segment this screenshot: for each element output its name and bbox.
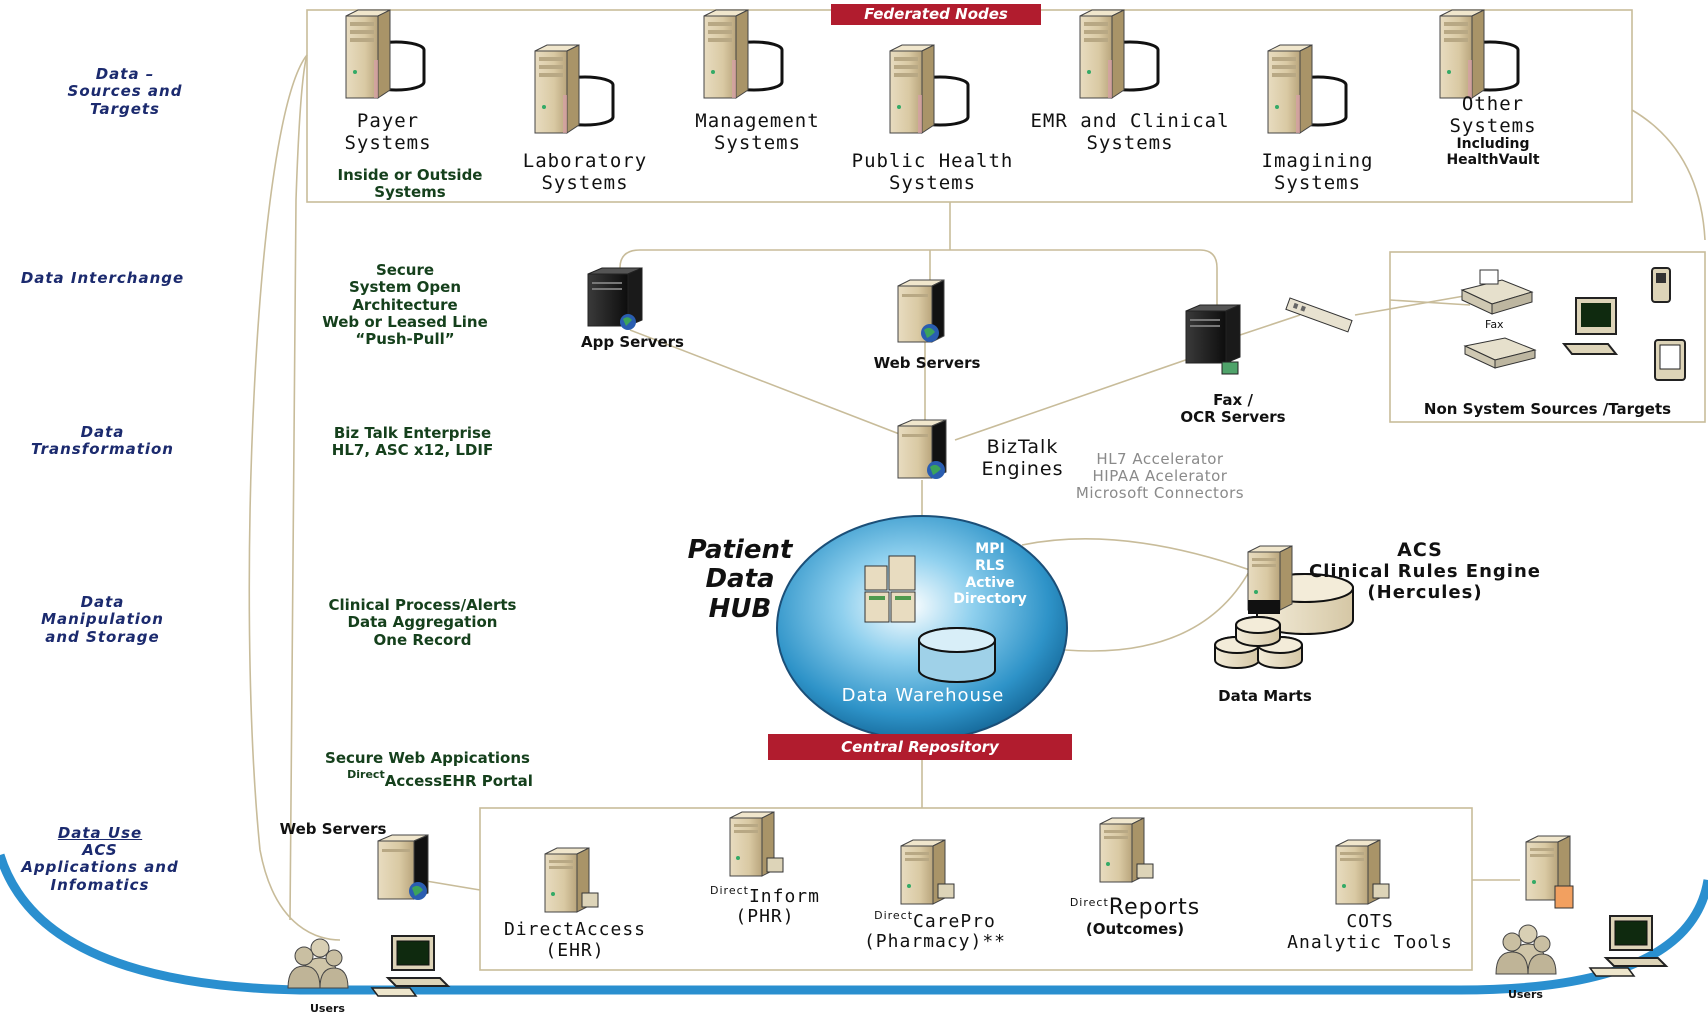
acs-label: ACS (1397, 539, 1443, 561)
management-systems-label: Management Systems (695, 110, 820, 154)
carepro-label: DirectCarePro (850, 909, 1020, 933)
access-ehr-portal-text: AccessEHR Portal (384, 772, 533, 790)
cots-label: COTS Analytic Tools (1287, 911, 1453, 953)
users-right-icon (1495, 924, 1557, 975)
payer-systems-label: Payer Systems (344, 110, 432, 154)
app-servers-label: App Servers (581, 333, 684, 351)
federated-nodes-banner: Federated Nodes (831, 4, 1041, 25)
lane-manipulation-label: Data Manipulation and Storage (41, 593, 164, 646)
inform-sub-label: (PHR) (735, 906, 795, 927)
interchange-description: Secure System Open Architecture Web or L… (322, 261, 488, 348)
access-portal-label: DirectAccessEHR Portal (320, 768, 560, 790)
biztalk-engines-label: BizTalk Engines (981, 436, 1064, 480)
data-marts-label: Data Marts (1218, 687, 1312, 705)
fax-label: Fax (1485, 318, 1504, 331)
central-repository-banner: Central Repository (768, 734, 1072, 760)
bottom-web-servers-label: Web Servers (279, 820, 387, 838)
other-systems-label: Other Systems (1449, 93, 1537, 137)
web-servers-label: Web Servers (873, 354, 981, 372)
management-server-icon (702, 8, 784, 100)
reports-direct-prefix: Direct (1069, 896, 1109, 909)
imaging-server-icon (1266, 43, 1348, 135)
laboratory-server-icon (533, 43, 615, 135)
transformation-description: Biz Talk Enterprise HL7, ASC x12, LDIF (331, 424, 494, 460)
data-warehouse-label: Data Warehouse (841, 685, 1005, 706)
data-use-frame (479, 807, 1473, 971)
directaccess-label: DirectAccess (EHR) (503, 919, 647, 961)
imaging-systems-label: Imagining Systems (1261, 150, 1374, 194)
lane-transformation-label: Data Transformation (31, 423, 174, 459)
reports-text: Reports (1108, 895, 1201, 920)
desktop-pc-icon (1561, 297, 1619, 355)
direct-prefix: Direct (347, 768, 385, 781)
data-warehouse-cylinder (918, 627, 996, 683)
rules-engine-label: Clinical Rules Engine (Hercules) (1308, 561, 1541, 603)
carepro-text: CarePro (913, 911, 996, 932)
lane-data-use-label: ACS Applications and Infomatics (21, 841, 179, 894)
accelerators-label: HL7 Accelerator HIPAA Acelerator Microso… (1075, 450, 1245, 502)
portal-web-server-icon (377, 834, 429, 900)
hub-services-label: MPI RLS Active Directory (953, 541, 1027, 608)
users-left-icon (287, 938, 349, 989)
non-system-sources-label: Non System Sources /Targets (1423, 400, 1672, 418)
hub-servers-icon (864, 555, 916, 623)
patient-data-hub-title: Patient Data HUB (687, 535, 793, 624)
carepro-sub-label: (Pharmacy)** (863, 931, 1007, 952)
emr-server-icon (1078, 8, 1160, 100)
emr-systems-label: EMR and Clinical Systems (1030, 110, 1230, 154)
lane-data-use-title: Data Use (57, 824, 143, 842)
users-left-label: Users (310, 1002, 345, 1014)
fax-ocr-server-icon (1185, 304, 1241, 364)
users-right-pc-icon (1589, 915, 1667, 977)
hub-description: Clinical Process/Alerts Data Aggregation… (328, 596, 517, 649)
inform-label: DirectInform (690, 884, 840, 908)
other-server-icon (1438, 8, 1520, 100)
users-right-label: Users (1508, 988, 1543, 1001)
left-frame-line (289, 54, 308, 921)
lane-interchange-label: Data Interchange (20, 269, 185, 287)
scanner-icon (1463, 337, 1537, 369)
blue-base-arc (0, 853, 1708, 995)
non-system-frame (1389, 251, 1706, 423)
secure-web-applications-label: Secure Web Appications (325, 749, 530, 767)
reports-sub-label: (Outcomes) (1085, 920, 1185, 938)
inform-text: Inform (748, 886, 820, 907)
inform-direct-prefix: Direct (710, 884, 749, 897)
laboratory-systems-label: Laboratory Systems (522, 150, 648, 194)
public-health-server-icon (888, 43, 970, 135)
pda-icon (1654, 339, 1686, 381)
including-healthvault-label: Including HealthVault (1446, 136, 1540, 169)
data-marts-icon (1214, 616, 1303, 669)
fax-ocr-servers-label: Fax / OCR Servers (1180, 391, 1286, 427)
mobile-phone-icon (1651, 267, 1671, 303)
lane-sources-label: Data – Sources and Targets (67, 65, 183, 118)
fax-machine-icon (1460, 269, 1534, 315)
payer-server-icon (344, 8, 426, 100)
carepro-direct-prefix: Direct (874, 909, 914, 922)
biztalk-server-icon (897, 419, 947, 479)
reports-label: DirectReports (1040, 895, 1230, 920)
inside-outside-label: Inside or Outside Systems (337, 166, 483, 202)
public-health-systems-label: Public Health Systems (851, 150, 1014, 194)
